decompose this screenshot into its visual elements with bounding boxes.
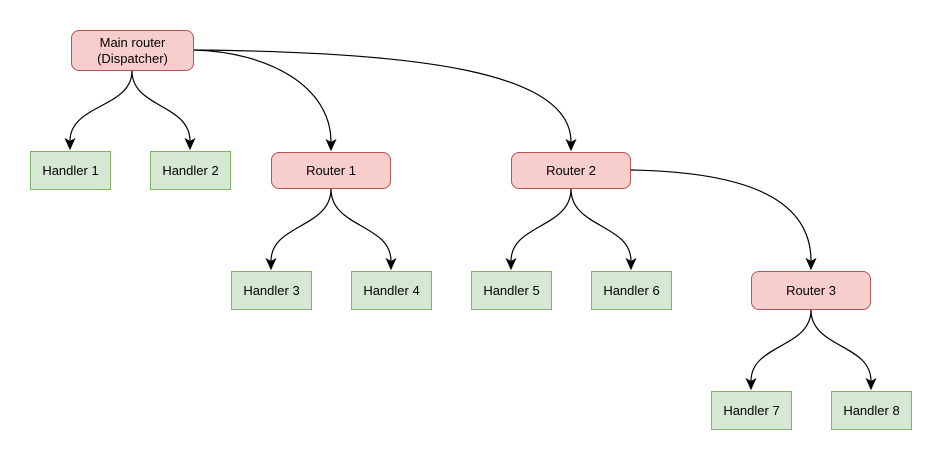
edge-main-to-router-1-arrowhead xyxy=(325,138,337,152)
node-label-router-3: Router 3 xyxy=(786,282,836,298)
edge-main-to-handler-1-line xyxy=(69,70,133,142)
node-main-router[interactable]: Main router (Dispatcher) xyxy=(71,30,194,71)
node-label-handler-5: Handler 5 xyxy=(483,282,540,298)
edge-router-3-to-handler-8-arrowhead xyxy=(865,377,877,391)
edge-router-3-to-handler-7 xyxy=(745,309,812,391)
edge-router-1-to-handler-3-arrowhead xyxy=(265,257,277,271)
node-handler-6[interactable]: Handler 6 xyxy=(591,271,672,310)
edge-router-1-to-handler-4-arrowhead xyxy=(385,257,397,271)
node-router-3[interactable]: Router 3 xyxy=(751,271,871,310)
node-label-main-router: Main router (Dispatcher) xyxy=(97,34,168,66)
node-label-handler-8: Handler 8 xyxy=(843,402,900,418)
edge-main-to-handler-1 xyxy=(64,70,133,151)
edge-router-2-to-handler-6-line xyxy=(570,188,632,262)
node-label-handler-2: Handler 2 xyxy=(162,162,219,178)
edge-router-3-to-handler-8 xyxy=(810,309,877,391)
edge-router-2-to-router-3 xyxy=(630,169,817,271)
node-router-2[interactable]: Router 2 xyxy=(511,152,631,189)
node-handler-5[interactable]: Handler 5 xyxy=(471,271,552,310)
edge-main-to-handler-2 xyxy=(131,70,196,151)
edge-router-1-to-handler-4 xyxy=(330,188,397,271)
edge-router-3-to-handler-8-line xyxy=(810,309,872,382)
edge-router-2-to-handler-6 xyxy=(570,188,637,271)
node-handler-4[interactable]: Handler 4 xyxy=(351,271,432,310)
node-label-handler-3: Handler 3 xyxy=(243,282,300,298)
edge-router-1-to-handler-3-line xyxy=(270,188,332,262)
node-handler-3[interactable]: Handler 3 xyxy=(231,271,312,310)
node-handler-7[interactable]: Handler 7 xyxy=(711,391,792,430)
edge-main-to-router-2-line xyxy=(193,49,572,143)
node-handler-1[interactable]: Handler 1 xyxy=(30,151,111,190)
edge-main-to-handler-2-arrowhead xyxy=(184,137,196,151)
edge-router-1-to-handler-4-line xyxy=(330,188,392,262)
edge-main-to-router-1-line xyxy=(193,49,332,143)
node-label-router-1: Router 1 xyxy=(306,162,356,178)
node-label-handler-4: Handler 4 xyxy=(363,282,420,298)
edge-main-to-router-1 xyxy=(193,49,337,152)
node-router-1[interactable]: Router 1 xyxy=(271,152,391,189)
edge-router-2-to-handler-5-arrowhead xyxy=(505,257,517,271)
edge-router-3-to-handler-7-line xyxy=(750,309,812,382)
node-label-router-2: Router 2 xyxy=(546,162,596,178)
edge-main-to-handler-2-line xyxy=(131,70,191,142)
node-handler-2[interactable]: Handler 2 xyxy=(150,151,231,190)
edge-main-to-handler-1-arrowhead xyxy=(64,137,76,151)
edge-main-to-router-2 xyxy=(193,49,577,152)
edge-router-2-to-handler-5 xyxy=(505,188,572,271)
edge-router-2-to-handler-6-arrowhead xyxy=(625,257,637,271)
node-label-handler-7: Handler 7 xyxy=(723,402,780,418)
node-handler-8[interactable]: Handler 8 xyxy=(831,391,912,430)
edge-main-to-router-2-arrowhead xyxy=(565,138,577,152)
node-label-handler-1: Handler 1 xyxy=(42,162,99,178)
edge-router-2-to-handler-5-line xyxy=(510,188,572,262)
edge-router-1-to-handler-3 xyxy=(265,188,332,271)
edge-router-2-to-router-3-arrowhead xyxy=(805,257,817,271)
edge-router-3-to-handler-7-arrowhead xyxy=(745,377,757,391)
node-label-handler-6: Handler 6 xyxy=(603,282,660,298)
edge-router-2-to-router-3-line xyxy=(630,169,812,262)
